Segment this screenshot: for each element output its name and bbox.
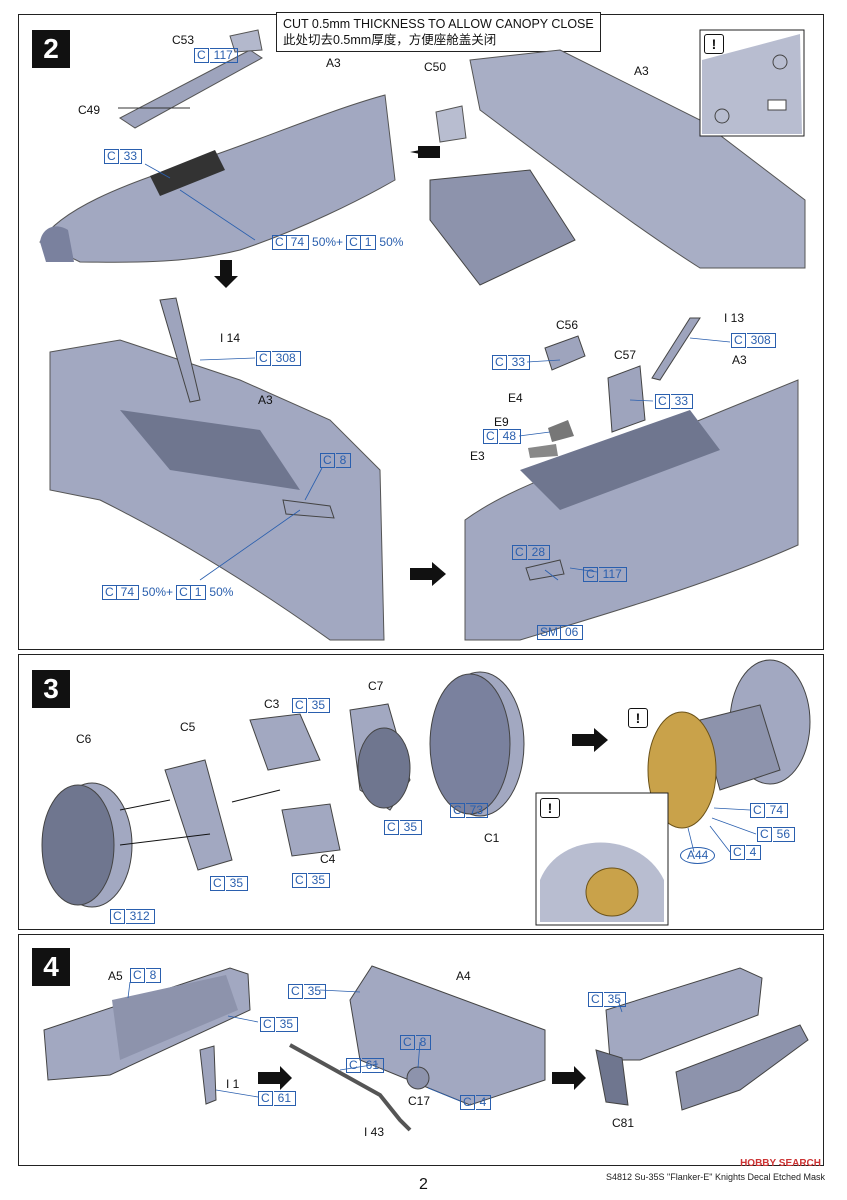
- label-C57: C57: [614, 348, 637, 362]
- step-3-panel: [18, 654, 824, 930]
- warning-icon: !: [540, 798, 560, 818]
- label-A5: A5: [108, 969, 123, 983]
- warning-icon: !: [704, 34, 724, 54]
- label-C5: C5: [180, 720, 196, 734]
- label-A3-a: A3: [326, 56, 341, 70]
- label-C81: C81: [612, 1116, 635, 1130]
- label-C49: C49: [78, 103, 101, 117]
- label-C1: C1: [484, 831, 500, 845]
- label-A3-b: A3: [634, 64, 649, 78]
- step-3-number: 3: [32, 670, 70, 708]
- step-2-number: 2: [32, 30, 70, 68]
- label-I1: I 1: [226, 1077, 240, 1091]
- note-chinese: 此处切去0.5mm厚度，方便座舱盖关闭: [283, 33, 497, 47]
- page-number: 2: [419, 1176, 428, 1193]
- label-I43: I 43: [364, 1125, 385, 1139]
- label-A3-d: A3: [732, 353, 747, 367]
- label-C4: C4: [320, 852, 336, 866]
- label-E9: E9: [494, 415, 509, 429]
- product-line: S4812 Su-35S "Flanker-E" Knights Decal E…: [606, 1172, 825, 1182]
- label-C56: C56: [556, 318, 579, 332]
- canopy-cut-note: CUT 0.5mm THICKNESS TO ALLOW CANOPY CLOS…: [276, 12, 601, 52]
- label-C6: C6: [76, 732, 92, 746]
- label-C53: C53: [172, 33, 195, 47]
- label-I13: I 13: [724, 311, 745, 325]
- label-A4: A4: [456, 969, 471, 983]
- label-C17: C17: [408, 1094, 431, 1108]
- step-4-panel: [18, 934, 824, 1166]
- step-4-number: 4: [32, 948, 70, 986]
- note-english: CUT 0.5mm THICKNESS TO ALLOW CANOPY CLOS…: [283, 17, 594, 31]
- label-C3: C3: [264, 697, 280, 711]
- label-I14: I 14: [220, 331, 241, 345]
- label-A3-c: A3: [258, 393, 273, 407]
- warning-icon: !: [628, 708, 648, 728]
- label-C50: C50: [424, 60, 447, 74]
- watermark: HOBBY SEARCH: [740, 1158, 821, 1169]
- label-C7: C7: [368, 679, 384, 693]
- part-A44: A44: [680, 847, 716, 864]
- label-E4: E4: [508, 391, 523, 405]
- label-E3: E3: [470, 449, 485, 463]
